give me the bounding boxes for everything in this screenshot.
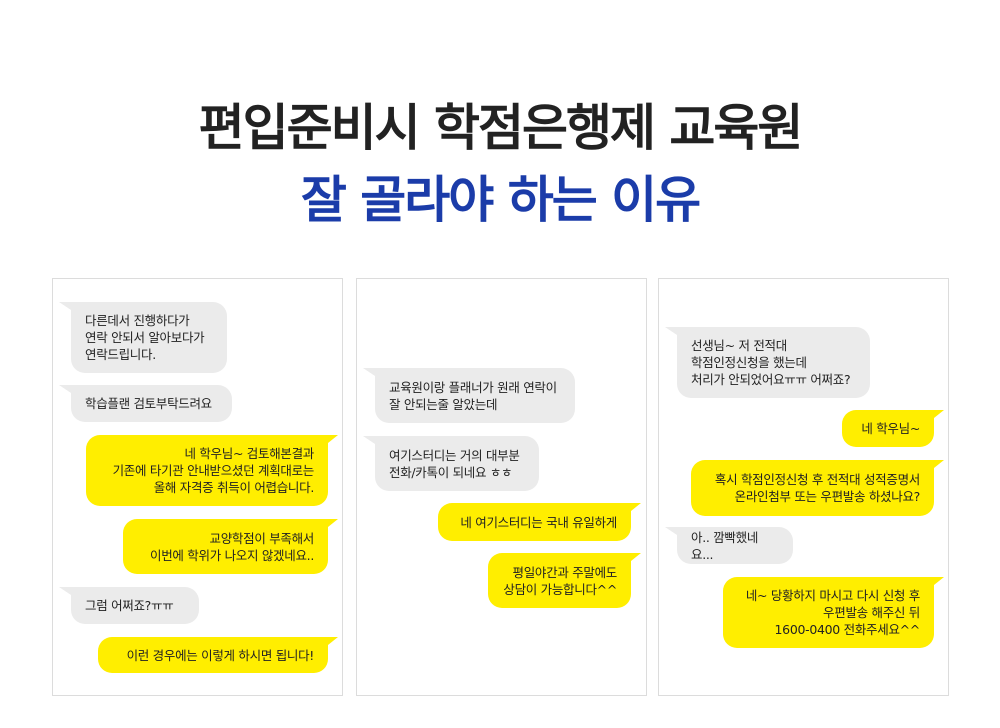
- received-message: 선생님~ 저 전적대 학점인정신청을 했는데 처리가 안되었어요ㅠㅠ 어쩌죠?: [665, 327, 870, 398]
- headline-line-1: 편입준비시 학점은행제 교육원: [198, 99, 804, 157]
- received-message: 아.. 깜빡했네요...: [665, 527, 793, 564]
- sent-message: 평일야간과 주말에도 상담이 가능합니다^^: [488, 553, 641, 608]
- chat-panel-2: 교육원이랑 플래너가 원래 연락이 잘 안되는줄 알았는데 여기스터디는 거의 …: [356, 278, 647, 696]
- received-message: 다른데서 진행하다가 연락 안되서 알아보다가 연락드립니다.: [59, 302, 227, 373]
- received-message: 학습플랜 검토부탁드려요: [59, 385, 232, 422]
- received-message: 여기스터디는 거의 대부분 전화/카톡이 되네요 ㅎㅎ: [363, 436, 539, 491]
- sent-message: 교양학점이 부족해서 이번에 학위가 나오지 않겠네요..: [123, 519, 338, 574]
- sent-message: 이런 경우에는 이렇게 하시면 됩니다!: [98, 637, 338, 673]
- received-message: 그럼 어쩌죠?ㅠㅠ: [59, 587, 199, 624]
- sent-message: 네 여기스터디는 국내 유일하게: [438, 503, 641, 541]
- headline-line-2: 잘 골라야 하는 이유: [300, 171, 701, 229]
- sent-message: 네 학우님~: [842, 410, 944, 447]
- sent-message: 혹시 학점인정신청 후 전적대 성적증명서 온라인첨부 또는 우편발송 하셨나요…: [691, 460, 944, 516]
- sent-message: 네 학우님~ 검토해본결과 기존에 타기관 안내받으셨던 계획대로는 올해 자격…: [86, 435, 338, 506]
- chat-panel-1: 다른데서 진행하다가 연락 안되서 알아보다가 연락드립니다. 학습플랜 검토부…: [52, 278, 343, 696]
- chat-panel-3: 선생님~ 저 전적대 학점인정신청을 했는데 처리가 안되었어요ㅠㅠ 어쩌죠? …: [658, 278, 949, 696]
- sent-message: 네~ 당황하지 마시고 다시 신청 후 우편발송 해주신 뒤 1600-0400…: [723, 577, 944, 648]
- received-message: 교육원이랑 플래너가 원래 연락이 잘 안되는줄 알았는데: [363, 368, 575, 423]
